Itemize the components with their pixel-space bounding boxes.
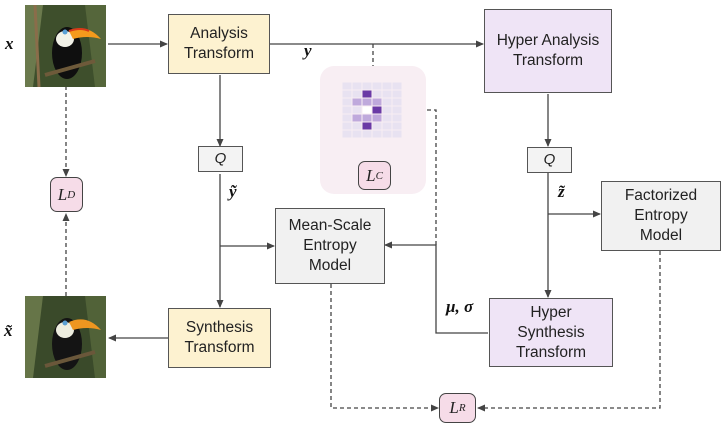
mask-cell [392,98,402,106]
mask-cell [392,122,402,130]
dashed-meanscale-to-lr [330,284,439,412]
hyper-analysis-line-2: Transform [512,52,584,69]
mask-cell [392,114,402,122]
mask-cell [342,130,352,138]
input-image-toucan [25,5,106,87]
mean-scale-line-2: Entropy [303,237,357,254]
mask-cell [372,98,382,106]
mask-cell [382,106,392,114]
x-label: x [5,34,14,53]
mask-cell [372,82,382,90]
mask-cell [392,82,402,90]
mask-cell [342,90,352,98]
analysis-line-2: Transform [183,45,255,62]
hyper-synthesis-line-1: Hyper [530,303,572,321]
mask-cell [342,98,352,106]
mask-cell [352,130,362,138]
mask-cell [362,98,372,106]
quantizer-main-node: Q [198,146,243,172]
hyper-synthesis-transform-node: Hyper Synthesis Transform [489,298,613,367]
mask-cell [352,114,362,122]
mask-cell [372,122,382,130]
hyper-analysis-line-1: Hyper Analysis [496,32,600,49]
mask-cell [352,122,362,130]
mean-scale-line-3: Model [308,257,352,274]
ld-letter: L [57,184,68,204]
mask-cell [372,106,382,114]
mask-cell [352,106,362,114]
mask-cell [362,122,372,130]
x-hat-label: x̃ [4,321,13,340]
y-tilde-label: ỹ [229,182,237,201]
ld-subscript: D [67,188,76,201]
lc-letter: L [366,165,376,185]
synthesis-line-2: Transform [184,339,255,356]
mask-cell [342,106,352,114]
mask-cell [362,82,372,90]
mean-scale-line-1: Mean-Scale [288,217,372,234]
mask-cell [382,130,392,138]
mask-cell [392,130,402,138]
synthesis-line-1: Synthesis [185,319,254,336]
lr-letter: L [449,398,459,417]
mask-cell [382,114,392,122]
lr-subscript: R [458,402,466,414]
mask-cell [372,90,382,98]
analysis-transform-node: Analysis Transform [168,14,270,74]
mask-cell [342,114,352,122]
factorized-entropy-model-node: Factorized Entropy Model [601,181,721,251]
factorized-line-2: Entropy [634,207,688,224]
mask-cell [352,98,362,106]
mask-cell [352,82,362,90]
mask-cell [362,130,372,138]
hyper-analysis-transform-node: Hyper Analysis Transform [484,9,612,93]
mask-cell [342,122,352,130]
hyper-synthesis-line-2: Synthesis [517,323,585,341]
quantizer-hyper-node: Q [527,147,572,173]
z-tilde-label: z̃ [558,182,565,201]
mask-cell [362,114,372,122]
mu-sigma-label: μ, σ [446,297,474,316]
mask-cell [372,130,382,138]
mask-cell [382,90,392,98]
mask-cell [392,90,402,98]
reconstructed-image-toucan [25,296,106,378]
mask-cell [382,82,392,90]
mask-cell [382,122,392,130]
y-label: y [304,41,312,60]
mask-cell [352,90,362,98]
hyper-synthesis-line-3: Transform [515,343,587,361]
mean-scale-entropy-model-node: Mean-Scale Entropy Model [275,208,385,284]
analysis-line-1: Analysis [190,25,248,42]
mask-cell [372,114,382,122]
factorized-line-1: Factorized [624,187,698,204]
context-mask-grid [342,82,402,138]
mask-cell [382,98,392,106]
mask-cell [342,82,352,90]
synthesis-transform-node: Synthesis Transform [168,308,271,368]
mask-cell [362,106,372,114]
mask-cell [392,106,402,114]
dashed-factorized-to-lr [477,251,661,412]
factorized-line-3: Model [639,227,683,244]
lc-subscript: C [375,169,383,182]
mask-cell [362,90,372,98]
arrow-musigma-to-meanscale [384,241,488,334]
